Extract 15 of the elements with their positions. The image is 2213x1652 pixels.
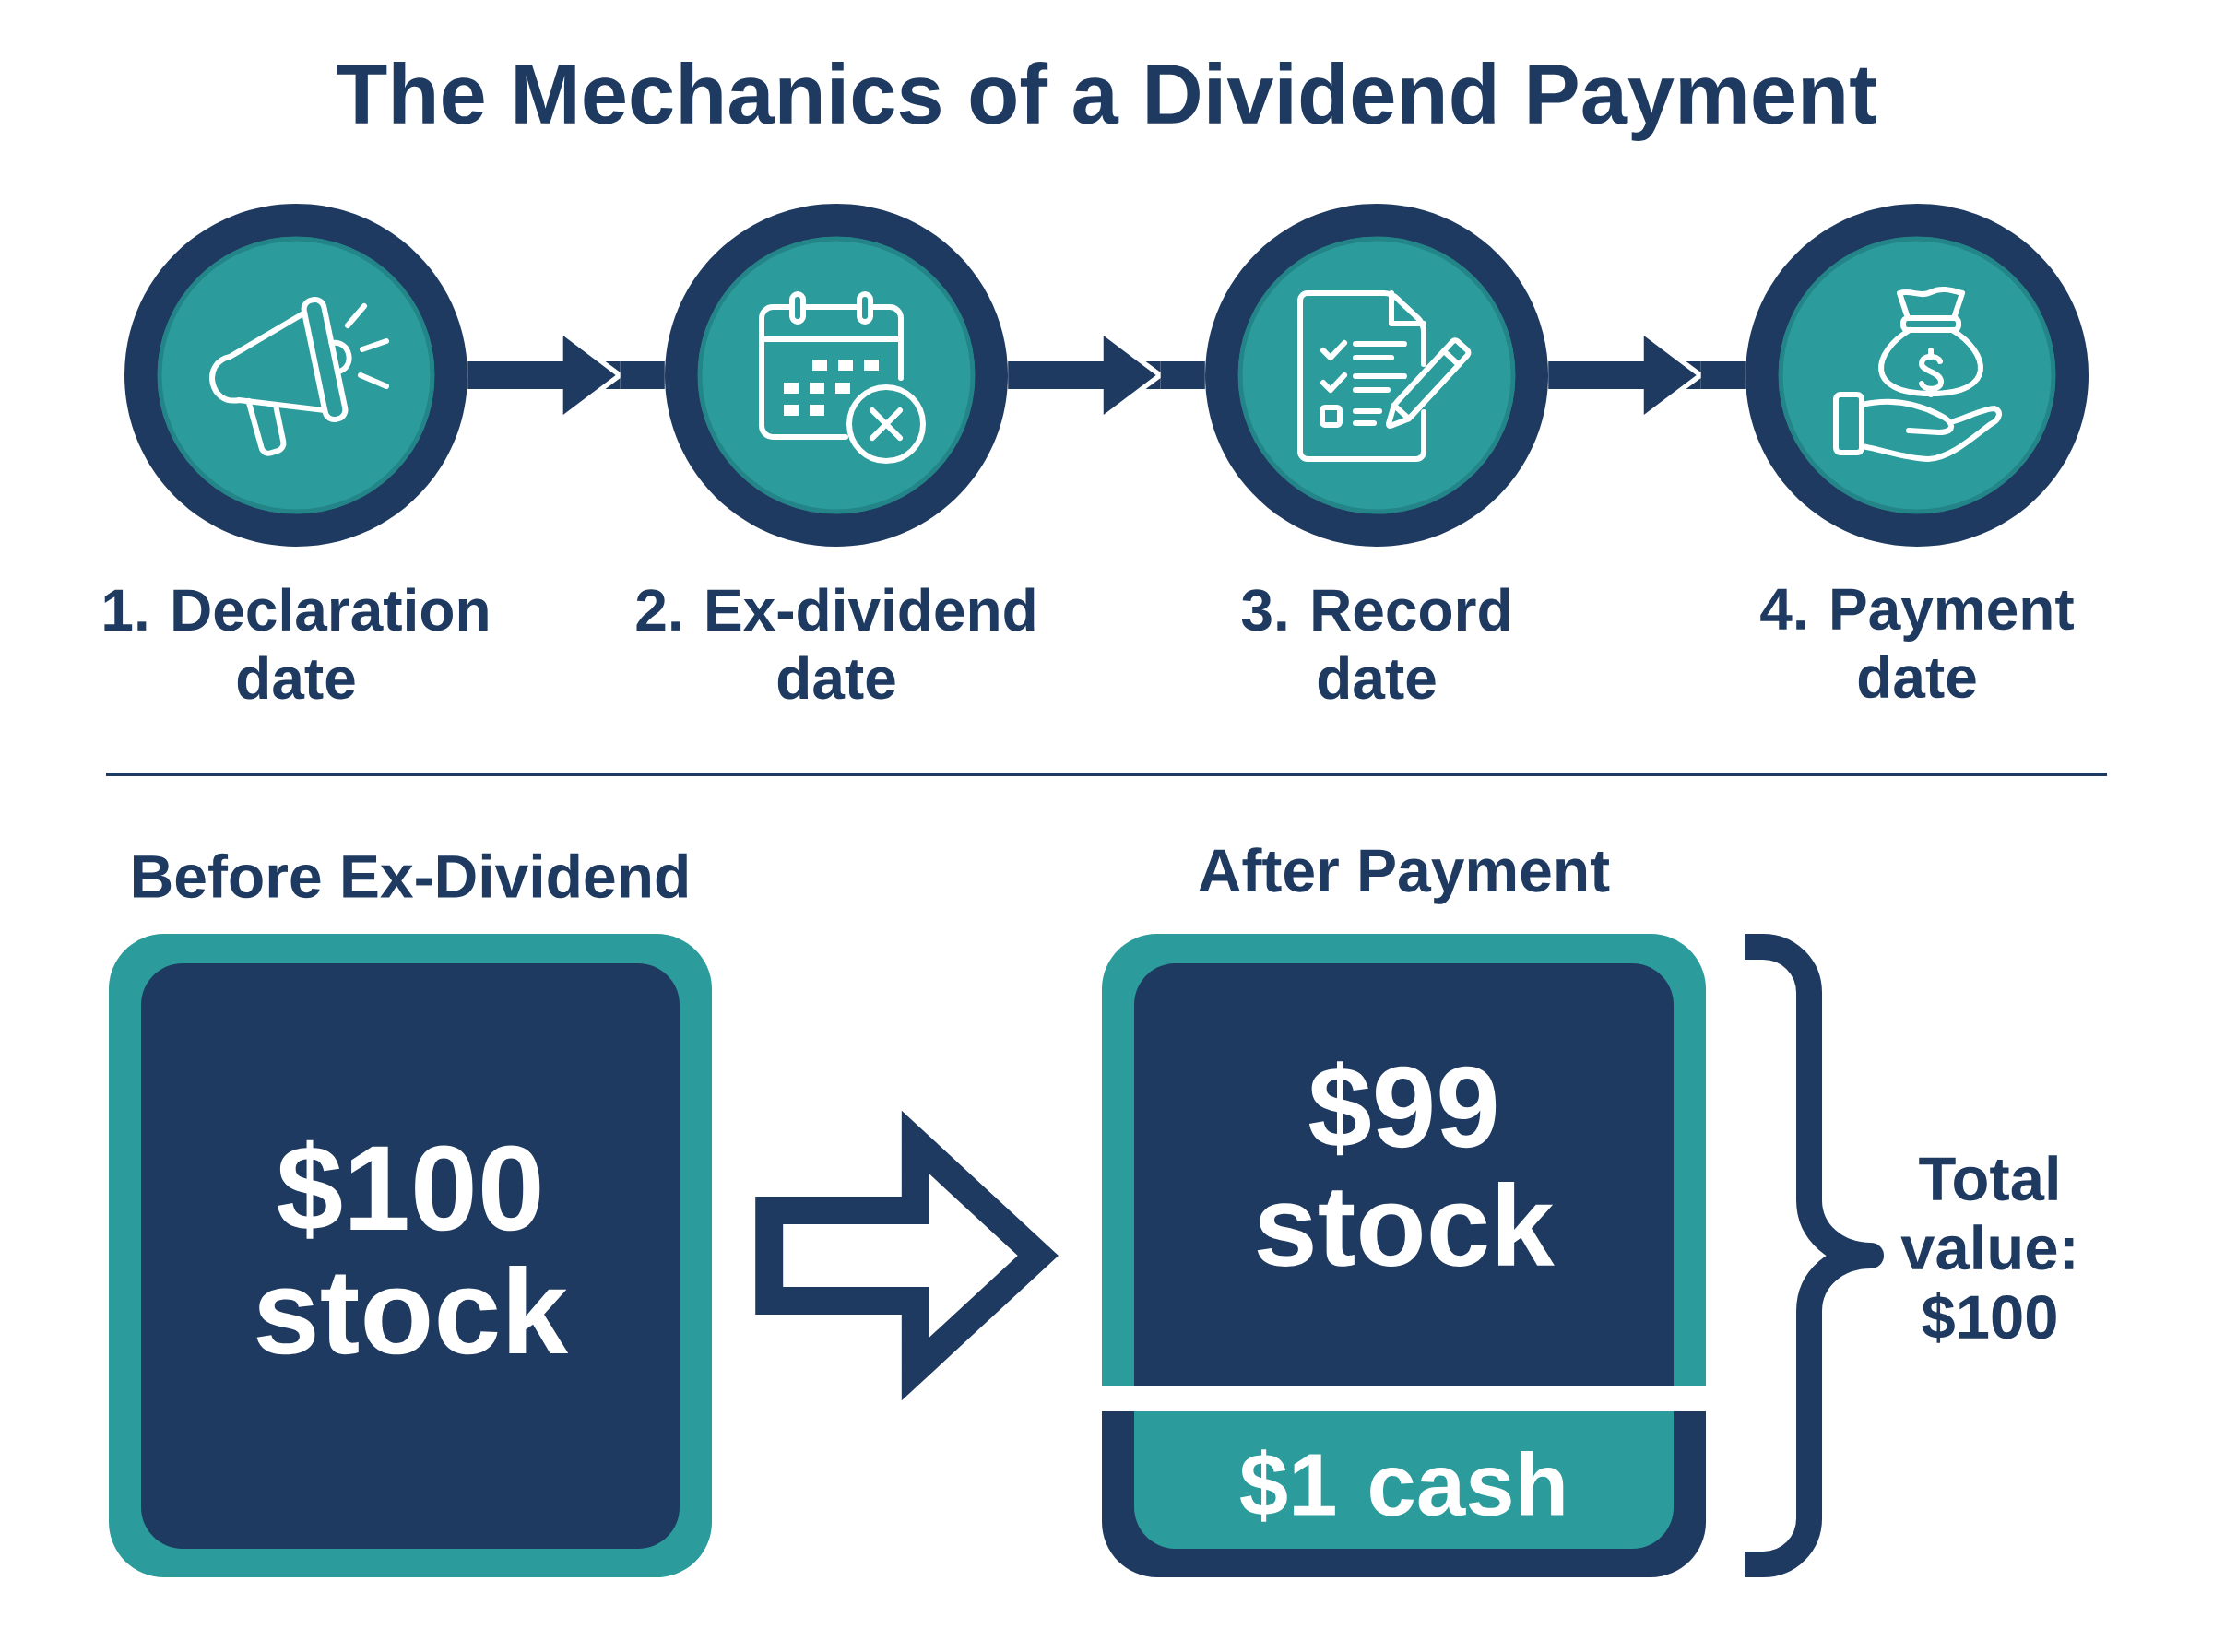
arrow	[1008, 336, 1205, 415]
arrow	[1548, 336, 1746, 415]
title: The Mechanics of a Dividend Payment	[337, 62, 1876, 141]
section-heading: Before Ex-Dividend	[134, 853, 687, 899]
step-label: 1. Declaration date	[104, 587, 488, 700]
outline-arrow	[755, 1110, 1059, 1401]
value-box: $100 stock	[109, 934, 712, 1577]
value-box: $99 stock	[1102, 934, 1706, 1386]
step-label: 2. Ex-dividend date	[636, 587, 1035, 700]
section-heading: After Payment	[1199, 847, 1610, 904]
value-box: $1 cash	[1102, 1411, 1706, 1577]
arrow	[467, 336, 665, 415]
step-label: 3. Record date	[1241, 587, 1509, 700]
total-label: Total value: $100	[1900, 1155, 2074, 1343]
step-label: 4. Payment date	[1760, 588, 2074, 699]
